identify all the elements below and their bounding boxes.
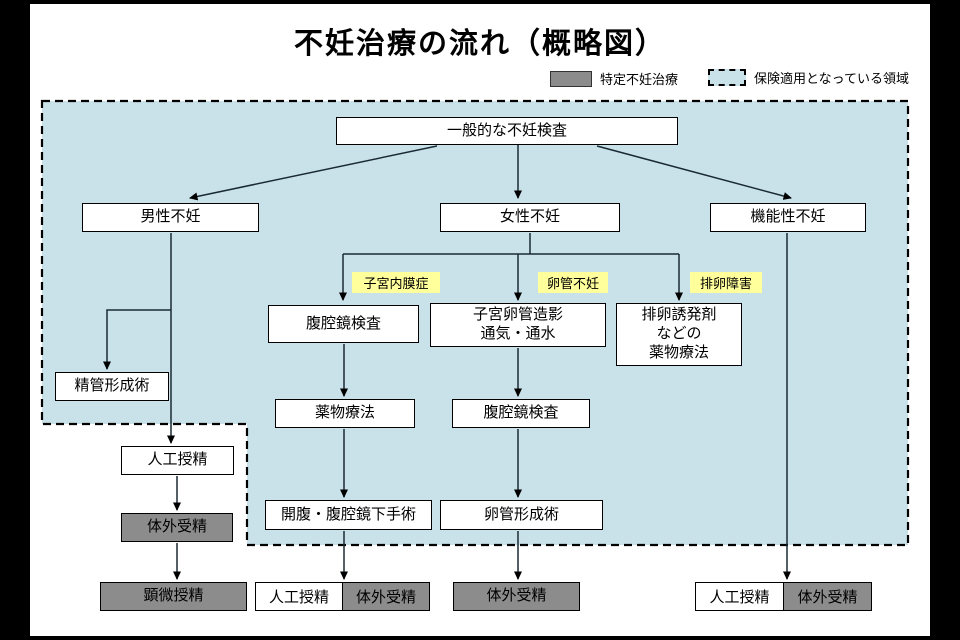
legend-specific-treatment: 特定不妊治療 bbox=[550, 69, 678, 88]
page-title: 不妊治療の流れ（概略図） bbox=[293, 28, 666, 60]
node-hsg: 子宮卵管造影 通気・通水 bbox=[430, 303, 606, 347]
legend-insurance-area-label: 保険適用となっている領域 bbox=[754, 71, 909, 86]
dashed-swatch-icon bbox=[708, 69, 746, 86]
node-icsi: 顕微授精 bbox=[100, 582, 247, 611]
node-laparoscopy-1: 腹腔鏡検査 bbox=[268, 305, 419, 343]
node-female-infertility: 女性不妊 bbox=[440, 203, 620, 232]
gray-swatch-icon bbox=[550, 70, 592, 87]
node-aih-bottom-1: 人工授精 bbox=[255, 582, 343, 611]
node-male-infertility: 男性不妊 bbox=[82, 203, 259, 232]
node-ivf-left: 体外受精 bbox=[121, 513, 233, 542]
node-general-exam: 一般的な不妊検査 bbox=[336, 117, 678, 145]
node-ivf-bottom-1: 体外受精 bbox=[343, 582, 430, 611]
node-functional-infertility: 機能性不妊 bbox=[710, 203, 866, 232]
node-tuboplasty: 卵管形成術 bbox=[440, 500, 603, 530]
legend-specific-treatment-label: 特定不妊治療 bbox=[600, 72, 679, 87]
label-endometriosis: 子宮内膜症 bbox=[352, 272, 440, 293]
node-aih-bottom-2: 人工授精 bbox=[695, 582, 784, 611]
node-vasoplasty: 精管形成術 bbox=[55, 372, 169, 401]
node-aih-left: 人工授精 bbox=[121, 446, 234, 475]
node-aih-ivf-combo-1: 人工授精 体外受精 bbox=[255, 582, 430, 611]
legend-insurance-area: 保険適用となっている領域 bbox=[708, 68, 909, 87]
node-drug-therapy: 薬物療法 bbox=[275, 399, 415, 428]
node-ivf-bottom-2: 体外受精 bbox=[784, 582, 872, 611]
node-laparotomy: 開腹・腹腔鏡下手術 bbox=[265, 500, 432, 530]
node-ovulation-drugs: 排卵誘発剤 などの 薬物療法 bbox=[616, 303, 742, 366]
node-laparoscopy-2: 腹腔鏡検査 bbox=[452, 399, 590, 428]
node-aih-ivf-combo-2: 人工授精 体外受精 bbox=[695, 582, 872, 611]
label-ovulation-disorder: 排卵障害 bbox=[690, 272, 762, 293]
label-tubal-infertility: 卵管不妊 bbox=[538, 272, 608, 293]
node-ivf-bottom-mid: 体外受精 bbox=[453, 582, 580, 611]
